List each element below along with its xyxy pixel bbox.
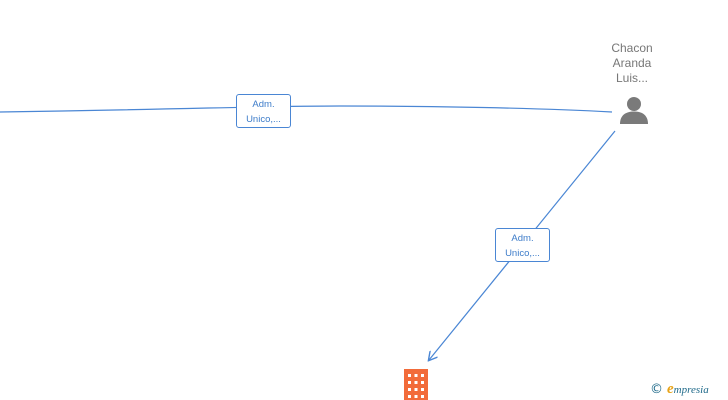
person-icon[interactable] bbox=[620, 97, 648, 124]
person-name-line: Chacon bbox=[611, 41, 653, 55]
edge-label-line: Adm. bbox=[511, 233, 534, 244]
brand-logo-initial: e bbox=[667, 380, 674, 397]
edge-label-line: Unico,... bbox=[505, 248, 540, 259]
edge-line-offscreen-to-person bbox=[0, 105, 613, 113]
person-name-label[interactable]: Chacon Aranda Luis... bbox=[590, 41, 674, 86]
copyright-icon: © bbox=[650, 381, 663, 397]
person-name-line: Aranda bbox=[612, 56, 652, 70]
edge-label-line: Unico,... bbox=[246, 114, 281, 125]
brand-watermark: © empresia bbox=[650, 380, 709, 398]
building-icon[interactable] bbox=[404, 369, 428, 400]
person-name-line: Luis... bbox=[615, 71, 648, 85]
edge-label-offscreen-to-person[interactable]: Adm. Unico,... bbox=[236, 94, 291, 128]
brand-logo: empresia bbox=[667, 381, 709, 398]
edge-label-person-to-company[interactable]: Adm. Unico,... bbox=[495, 228, 550, 262]
brand-logo-text: mpresia bbox=[673, 383, 709, 396]
edge-label-line: Adm. bbox=[252, 99, 275, 110]
